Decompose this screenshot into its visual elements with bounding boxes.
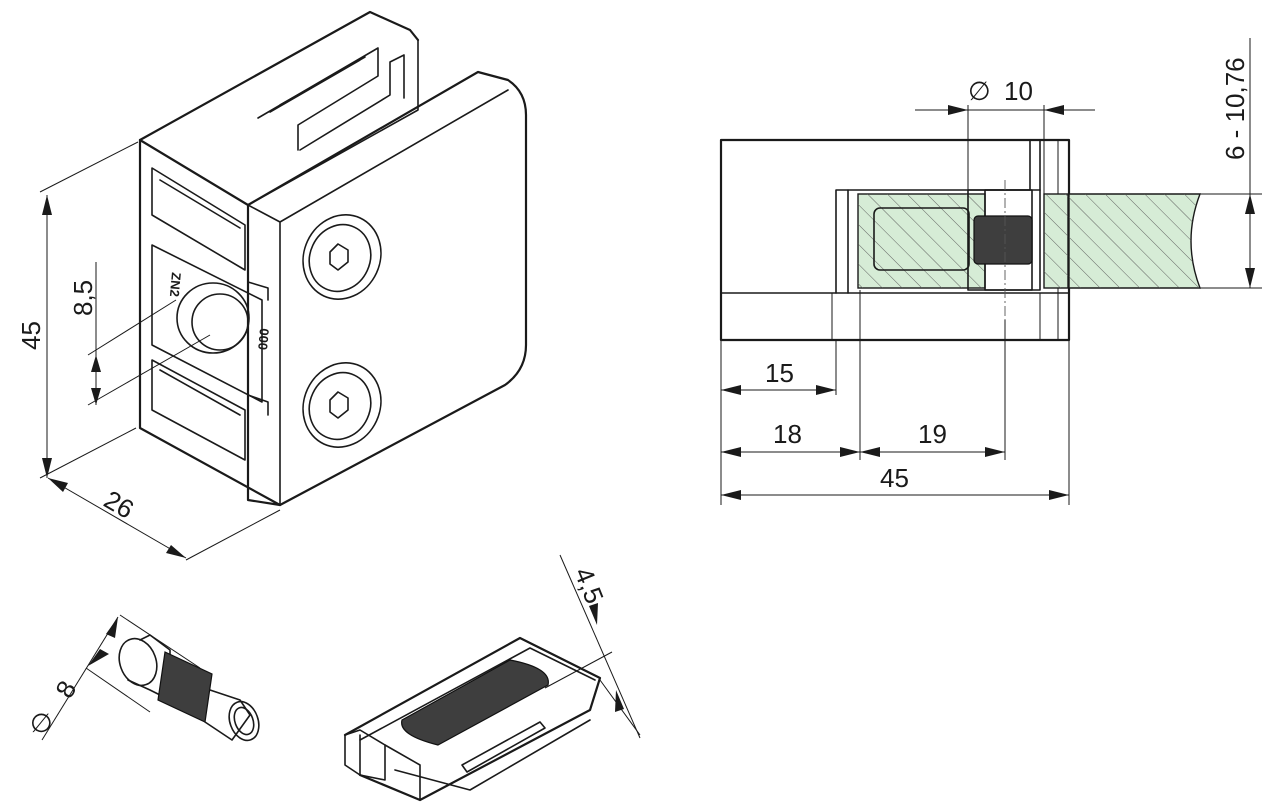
dim-depth-label: 26	[99, 484, 139, 524]
dim-18-label: 18	[773, 419, 802, 449]
pin-view: ∅ 8	[30, 614, 260, 742]
pin-rubber-icon	[973, 215, 1033, 265]
dim-height-label: 45	[16, 321, 46, 350]
dim-15-label: 15	[765, 358, 794, 388]
dim-pin-diameter-label: 10	[1004, 76, 1033, 106]
dim-glass-thickness-label: 6 - 10,76	[1220, 57, 1250, 160]
dim-pad-thickness-label: 4,5	[568, 563, 609, 608]
screw-lower-icon	[302, 362, 382, 448]
dim-hole-label: 8,5	[68, 280, 98, 316]
diameter-symbol: ∅	[968, 76, 991, 106]
clamp-section-view: ∅ 10 6 - 10,76 15 18 19 45	[719, 38, 1262, 505]
engraving-zn2: ZN2	[167, 272, 184, 298]
dim-45-label: 45	[880, 463, 909, 493]
screw-upper-icon	[302, 214, 382, 300]
dim-19-label: 19	[918, 419, 947, 449]
engraving-000: 000	[255, 328, 272, 351]
pad-rubber-icon	[401, 659, 549, 746]
pin-diameter-symbol: ∅	[30, 708, 53, 738]
pin-rubber-sleeve-icon	[157, 651, 213, 723]
dim-pin-8-label: 8	[49, 675, 82, 703]
pad-view: 4,5	[343, 554, 641, 802]
clamp-isometric-view: ZN2 000 45 8,5 26	[16, 10, 528, 561]
